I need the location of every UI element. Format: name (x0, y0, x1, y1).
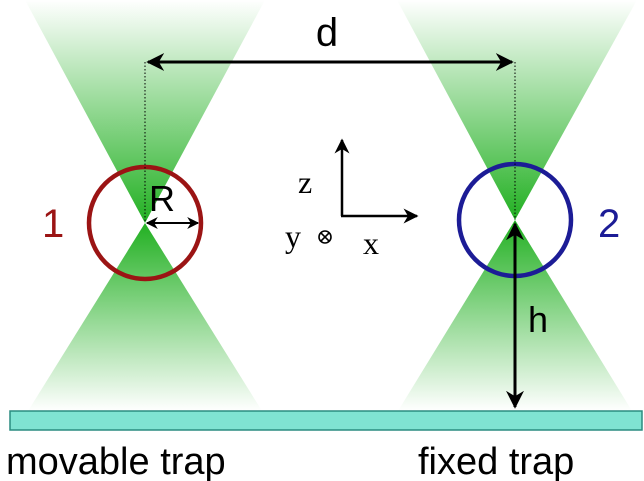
trap2-beam-upper-cone (397, 0, 637, 220)
radius-label: R (149, 178, 175, 219)
x-axis-label: x (363, 225, 379, 261)
into-page-circle-x-icon (318, 230, 332, 244)
movable-trap-caption: movable trap (6, 441, 226, 481)
trap1-beam-lower-cone (28, 223, 262, 411)
trap1-number: 1 (42, 202, 64, 246)
trap2-number: 2 (598, 202, 620, 246)
distance-label: d (316, 11, 338, 55)
height-label: h (528, 299, 548, 340)
z-axis-label: z (298, 164, 312, 200)
y-axis-label: y (285, 218, 301, 254)
fixed-trap-caption: fixed trap (418, 441, 574, 481)
coordinate-axes: z x y (285, 138, 419, 261)
surface-slab (9, 410, 643, 431)
